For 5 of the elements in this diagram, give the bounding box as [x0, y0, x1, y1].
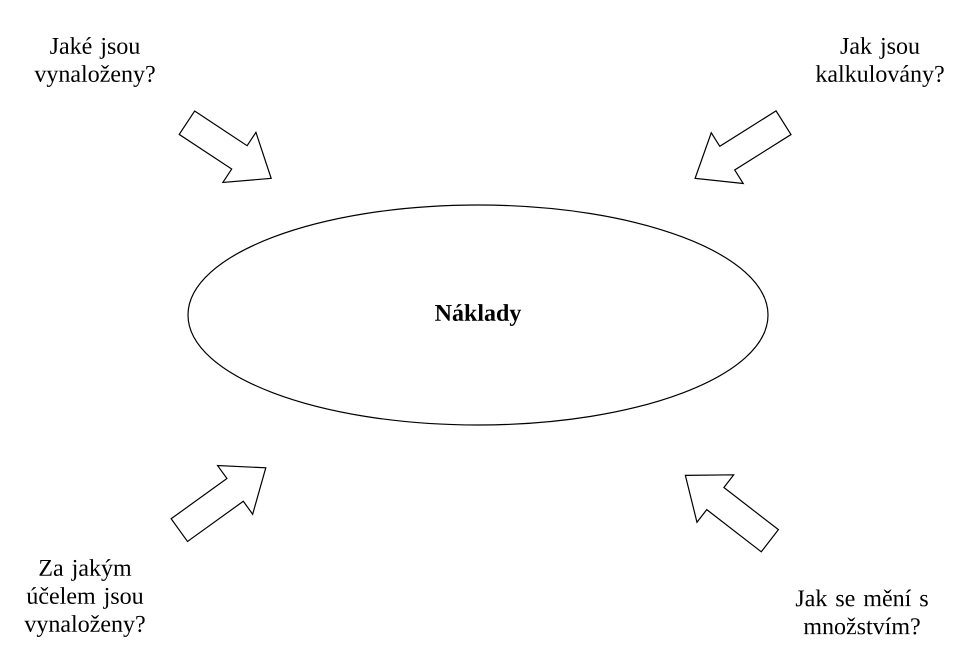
question-text: Jak jsou kalkulovány?: [816, 37, 944, 87]
question-text: Jaké jsou vynaloženy?: [34, 37, 155, 87]
question-text: Za jakým účelem jsou vynaloženy?: [24, 559, 145, 637]
block-arrow: [694, 110, 792, 184]
question-text: Jak se mění s množstvím?: [796, 589, 928, 635]
